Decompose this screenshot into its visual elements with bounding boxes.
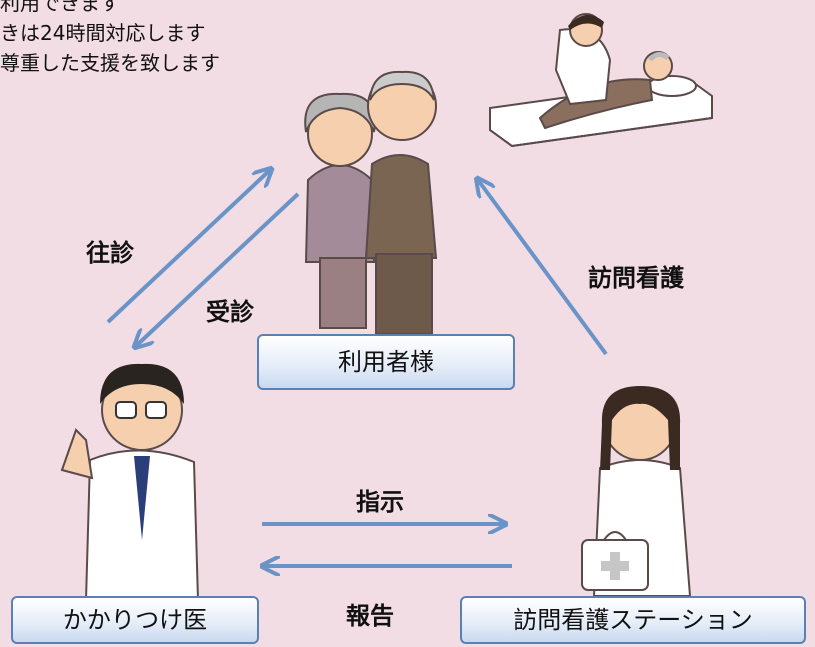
node-nursing-station: 訪問看護ステーション	[460, 596, 806, 644]
doctor-illustration	[60, 363, 200, 601]
arrow-consultation	[136, 192, 300, 346]
node-family-doctor: かかりつけ医	[11, 596, 259, 644]
label-house-call: 往診	[86, 239, 134, 267]
node-user: 利用者様	[257, 334, 515, 390]
elderly-couple-illustration	[304, 70, 438, 335]
label-home-nursing: 訪問看護	[588, 264, 684, 292]
arrow-house-call	[106, 170, 270, 324]
intro-line-3: 尊重した支援を致します	[0, 51, 220, 75]
label-consultation: 受診	[206, 298, 254, 326]
label-report: 報告	[346, 602, 394, 630]
nurse-illustration	[581, 386, 692, 597]
intro-line-1: 利用できます	[0, 0, 120, 15]
arrow-home-nursing	[478, 180, 608, 356]
intro-line-2: きは24時間対応します	[0, 21, 206, 45]
label-instruction: 指示	[356, 488, 404, 516]
intro-text: 利用できます きは24時間対応します 尊重した支援を致します	[0, 0, 320, 95]
nursing-care-illustration	[489, 13, 713, 148]
arrows	[106, 170, 608, 566]
